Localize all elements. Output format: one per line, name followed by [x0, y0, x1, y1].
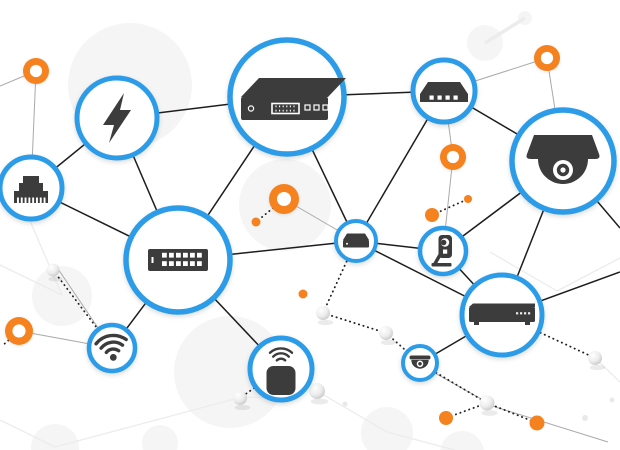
faint-line [489, 251, 558, 292]
sphere-shadow [48, 276, 63, 282]
node-dome-camera [509, 107, 617, 215]
dotted-connector-line [239, 368, 282, 399]
wifi-signal-icon [94, 333, 128, 361]
node-wireless-box [247, 335, 315, 403]
device-nodes [0, 37, 617, 403]
sphere [379, 326, 393, 340]
sphere-shadow [380, 339, 397, 346]
background-blob [142, 425, 178, 450]
dotted-connector-line [1, 330, 20, 347]
orange-ring [440, 144, 466, 170]
sphere [309, 383, 325, 399]
faint-dot [342, 401, 348, 407]
sphere [46, 263, 60, 277]
dotted-connector-line [255, 198, 285, 223]
faint-line [0, 419, 56, 448]
orange-dot [529, 415, 545, 431]
sphere [316, 306, 330, 320]
faint-line [386, 431, 458, 450]
sphere-shadow [481, 410, 498, 416]
hub-device-icon [343, 233, 369, 248]
mini-dome-camera-icon [409, 355, 431, 369]
background-blob [361, 407, 413, 450]
network-switch-icon [420, 82, 468, 102]
node-power [74, 75, 160, 161]
wireless-device-icon [266, 347, 296, 395]
dotted-connector-line [419, 362, 488, 404]
node-hub [334, 219, 378, 263]
lightning-bolt-icon [103, 93, 131, 143]
background-blob [440, 431, 484, 450]
spheres [46, 263, 606, 416]
faint-line [54, 396, 243, 448]
node-switch-small [410, 57, 478, 125]
sphere-shadow [310, 398, 329, 405]
faint-dot [582, 415, 588, 421]
orange-ring [534, 45, 560, 71]
sphere-shadow [317, 319, 334, 326]
dotted-connector-line [486, 402, 538, 424]
node-nvr [459, 272, 545, 358]
faint-line [0, 264, 63, 296]
faint-dot [609, 397, 615, 403]
orange-markers [5, 45, 560, 431]
faint-line [484, 16, 526, 45]
patch-panel-icon [148, 249, 208, 271]
node-wifi [86, 322, 138, 374]
dome-camera-icon [526, 135, 600, 184]
node-door-station [417, 225, 469, 277]
gray-connector-line [488, 404, 609, 443]
sphere-shadow [234, 404, 251, 411]
background-blob [32, 266, 92, 326]
router-device-icon [241, 78, 346, 120]
orange-dot [298, 289, 308, 299]
dotted-connector-line [322, 312, 387, 334]
orange-ring-hole [276, 191, 292, 207]
orange-ring [269, 184, 299, 214]
sphere [588, 351, 602, 365]
orange-ring-hole [540, 51, 554, 65]
background-blob [31, 424, 79, 450]
sphere [233, 391, 247, 405]
faint-line [556, 257, 620, 292]
dotted-connector-line [501, 314, 596, 359]
orange-ring-hole [12, 324, 26, 338]
background-web [0, 16, 620, 450]
orange-ring [23, 58, 49, 84]
orange-ring-hole [29, 64, 43, 78]
node-mini-camera [401, 344, 439, 382]
node-patch-panel [123, 205, 233, 315]
door-intercom-icon [431, 235, 452, 267]
ethernet-port-icon [14, 176, 48, 203]
orange-dot [425, 208, 439, 222]
dotted-connector-line [431, 198, 469, 216]
orange-ring-hole [446, 150, 460, 164]
sphere [479, 395, 495, 411]
faint-line [29, 220, 63, 296]
orange-dot [464, 195, 472, 203]
faint-line [316, 390, 388, 433]
node-router [227, 37, 347, 157]
orange-dot [439, 411, 453, 425]
node-ethernet [0, 154, 65, 222]
nvr-recorder-icon [469, 303, 535, 325]
sphere-shadow [589, 364, 606, 371]
orange-dot [251, 217, 261, 227]
orange-ring [5, 317, 33, 345]
